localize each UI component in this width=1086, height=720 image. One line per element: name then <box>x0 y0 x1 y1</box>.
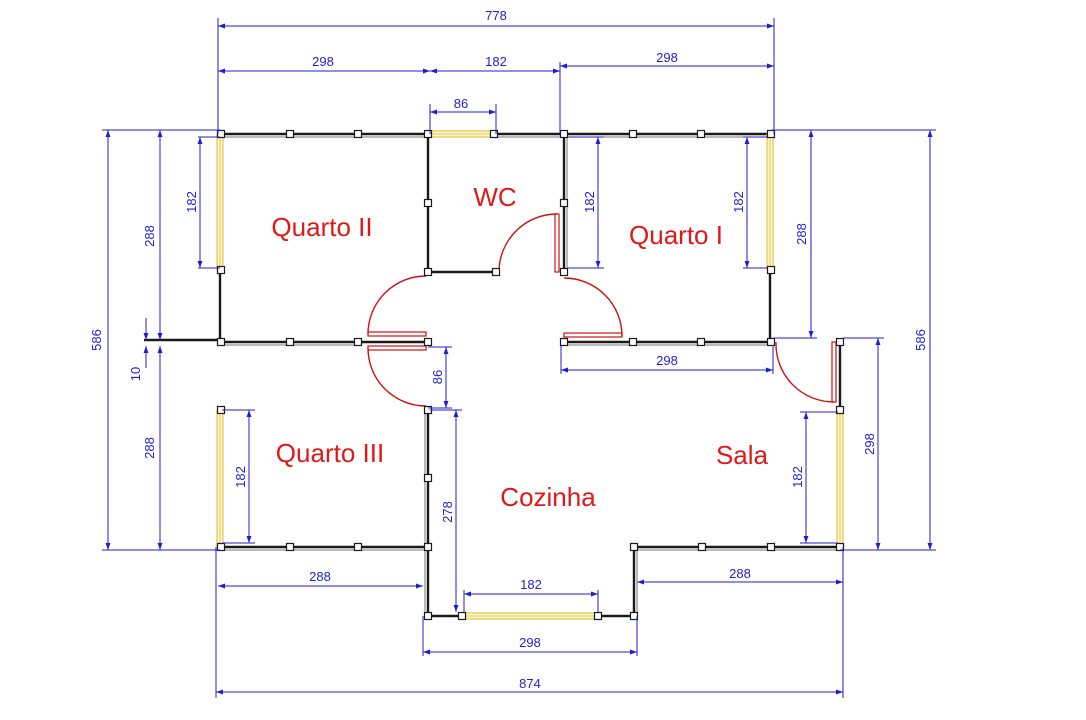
dim-left-total: 586 <box>89 329 104 351</box>
wall-post <box>423 129 433 139</box>
dim-total-top: 778 <box>485 8 507 23</box>
wall-post <box>216 129 226 139</box>
wall-post <box>766 542 776 552</box>
dim-top-mid: 182 <box>485 54 507 69</box>
dim-hall-door: 86 <box>430 370 445 384</box>
dimension-lines <box>102 18 936 698</box>
wall-post <box>353 337 363 347</box>
wall-post <box>835 337 845 347</box>
room-cozinha: Cozinha <box>500 482 596 512</box>
room-quarto-iii: Quarto III <box>276 438 384 468</box>
wall-post <box>423 473 433 483</box>
wall-post <box>285 542 295 552</box>
wall-post <box>629 542 639 552</box>
wall-post <box>628 337 638 347</box>
doors <box>367 213 837 407</box>
posts <box>216 129 845 621</box>
dim-top-right: 298 <box>656 50 678 65</box>
wall-post <box>423 611 433 621</box>
wall-post <box>423 267 433 277</box>
room-quarto-i: Quarto I <box>629 220 723 250</box>
wall-post <box>766 265 776 275</box>
dim-kitchen-window: 182 <box>520 577 542 592</box>
wall-post <box>835 405 845 415</box>
dim-q1-window: 182 <box>731 191 746 213</box>
wall-post <box>696 337 706 347</box>
dimension-labels: 778 298 182 298 86 586 288 10 288 182 18… <box>89 8 928 691</box>
wall-post <box>835 542 845 552</box>
wall-post <box>559 267 569 277</box>
wall-post <box>423 542 433 552</box>
wall-post <box>457 611 467 621</box>
dim-left-gap: 10 <box>128 367 143 381</box>
dim-q2-window: 182 <box>184 191 199 213</box>
dim-kitchen-left: 278 <box>440 501 455 523</box>
wall-post <box>353 129 363 139</box>
room-labels: Quarto II WC Quarto I Quarto III Cozinha… <box>271 182 768 512</box>
dim-q1-right: 288 <box>794 223 809 245</box>
wall-post <box>423 337 433 347</box>
dim-q3-window: 182 <box>233 466 248 488</box>
dim-sala-window: 182 <box>790 466 805 488</box>
dim-right-total: 586 <box>913 329 928 351</box>
wall-post <box>216 265 226 275</box>
dim-sala-right: 298 <box>862 433 877 455</box>
dim-total-bottom: 874 <box>519 676 541 691</box>
wall-post <box>766 129 776 139</box>
dim-kitchen-width: 298 <box>519 635 541 650</box>
wall-post <box>285 129 295 139</box>
wall-post <box>353 542 363 552</box>
wall-post <box>696 129 706 139</box>
wall-post <box>766 337 776 347</box>
wall-post <box>559 337 569 347</box>
room-wc: WC <box>473 182 516 212</box>
wall-post <box>216 542 226 552</box>
dim-q1-bottom: 298 <box>656 353 678 368</box>
wall-post <box>491 267 501 277</box>
wall-post <box>285 337 295 347</box>
room-sala: Sala <box>716 440 769 470</box>
wall-post <box>629 611 639 621</box>
dim-left-upper: 288 <box>142 225 157 247</box>
dim-bottom-right: 288 <box>729 566 751 581</box>
room-quarto-ii: Quarto II <box>271 212 372 242</box>
wall-post <box>559 198 569 208</box>
dim-wc-right: 182 <box>582 191 597 213</box>
wall-post <box>489 129 499 139</box>
dim-wc-door: 86 <box>454 96 468 111</box>
wall-post <box>697 542 707 552</box>
wall-post <box>593 611 603 621</box>
wall-post <box>216 337 226 347</box>
wall-post <box>628 129 638 139</box>
dim-left-lower: 288 <box>142 437 157 459</box>
dim-top-left: 298 <box>312 54 334 69</box>
walls <box>144 132 842 618</box>
wall-post <box>559 129 569 139</box>
wall-post <box>423 198 433 208</box>
dim-bottom-left: 288 <box>309 569 331 584</box>
